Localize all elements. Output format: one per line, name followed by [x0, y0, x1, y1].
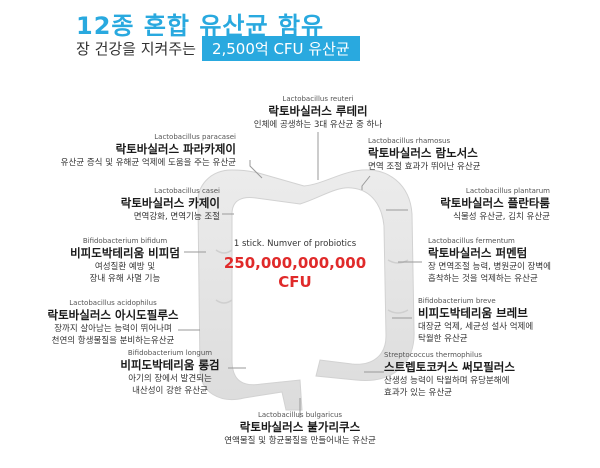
fold-line: [215, 299, 233, 304]
probiotic-count-panel: 1 stick. Numver of probiotics 250,000,00…: [215, 238, 375, 291]
strain-korean-name: 락토바실러스 퍼멘텀: [428, 246, 528, 260]
strain-description: 여성질환 예방 및: [94, 262, 156, 272]
strain-description: 내산성이 강한 유산균: [132, 386, 208, 396]
strain-latin-name: Bifidobacterium breve: [418, 297, 496, 305]
strain-description: 효과가 있는 유산균: [384, 388, 452, 398]
strain-latin-name: Lactobacillus fermentum: [428, 237, 515, 245]
strain-description: 아기의 장에서 발견되는: [128, 374, 212, 384]
strain-korean-name: 락토바실러스 파라카제이: [115, 142, 236, 156]
strain-description: 장내 유해 사멸 기능: [89, 274, 161, 284]
strain-bifidum: Bifidobacterium bifidum 비피도박테리움 비피덤 여성질환…: [66, 236, 184, 285]
strain-korean-name: 락토바실러스 플란타룸: [440, 196, 550, 210]
strain-breve: Bifidobacterium breve 비피도박테리움 브레브 대장균 억제…: [418, 296, 588, 345]
strain-description: 면역 조절 효과가 뛰어난 유산균: [368, 162, 481, 172]
strain-description: 유산균 증식 및 유해균 억제에 도움을 주는 유산균: [60, 158, 236, 168]
strain-korean-name: 스트렙토코커스 써모필러스: [384, 360, 515, 374]
strain-description: 천연의 항생물질을 분비하는유산균: [51, 336, 175, 346]
strain-description: 흡착하는 것을 억제하는 유산균: [428, 274, 538, 284]
strain-latin-name: Streptococcus thermophilus: [384, 351, 483, 359]
cfu-badge: 2,500억 CFU 유산균: [201, 36, 360, 61]
strain-thermophilus: Streptococcus thermophilus 스트렙토코커스 써모필러스…: [384, 350, 564, 399]
strain-latin-name: Lactobacillus plantarum: [465, 187, 550, 195]
strain-korean-name: 락토바실러스 카제이: [120, 196, 220, 210]
fold-line: [387, 309, 409, 314]
strain-korean-name: 락토바실러스 람노서스: [368, 146, 478, 160]
strain-acidophilus: Lactobacillus acidophilus 락토바실러스 아시도필루스 …: [38, 298, 188, 347]
strain-plantarum: Lactobacillus plantarum 락토바실러스 플란타룸 식물성 …: [400, 186, 550, 223]
strain-description: 연액물질 및 항균물질을 만들어내는 유산균: [224, 436, 376, 446]
strain-latin-name: Lactobacillus rhamosus: [368, 137, 451, 145]
strain-reuteri: Lactobacillus reuteri 락토바실러스 루테리 인체에 공생하…: [232, 94, 404, 131]
connector-line: [361, 175, 371, 190]
count-value: 250,000,000,000: [223, 254, 367, 272]
count-caption: 1 stick. Numver of probiotics: [233, 239, 357, 249]
strain-paracasei: Lactobacillus paracasei 락토바실러스 파라카제이 유산균…: [40, 132, 236, 169]
connector-line: [249, 160, 263, 179]
strain-description: 면역강화, 면역기능 조절: [133, 212, 220, 222]
strain-korean-name: 비피도박테리움 비피덤: [70, 246, 180, 260]
large-intestine-shape: [197, 169, 415, 411]
page-subtitle: 장 건강을 지켜주는 2,500억 CFU 유산균: [76, 36, 360, 61]
strain-latin-name: Lactobacillus bulgaricus: [257, 411, 343, 419]
strain-fermentum: Lactobacillus fermentum 락토바실러스 퍼멘텀 장 면역조…: [428, 236, 598, 285]
strain-latin-name: Bifidobacterium bifidum: [82, 237, 168, 245]
strain-casei: Lactobacillus casei 락토바실러스 카제이 면역강화, 면역기…: [60, 186, 220, 223]
strain-description: 식물성 유산균, 김치 유산균: [453, 212, 550, 222]
strain-description: 탁월한 유산균: [418, 334, 468, 344]
subtitle-text: 장 건강을 지켜주는: [76, 40, 196, 58]
count-unit: CFU: [278, 273, 312, 291]
strain-latin-name: Lactobacillus paracasei: [154, 133, 236, 141]
strain-korean-name: 비피도박테리움 브레브: [418, 306, 528, 320]
strain-description: 장까지 살아남는 능력이 뛰어나며: [54, 324, 172, 334]
strain-korean-name: 락토바실러스 루테리: [268, 104, 368, 118]
strain-description: 산생성 능력이 탁월하며 유당분해에: [384, 376, 510, 386]
strain-korean-name: 비피도박테리움 롱검: [120, 358, 220, 372]
strain-korean-name: 락토바실러스 아시도필루스: [47, 308, 179, 322]
fold-line: [215, 249, 233, 254]
strain-bulgaricus: Lactobacillus bulgaricus 락토바실러스 불가리쿠스 연액…: [210, 410, 390, 447]
strain-latin-name: Lactobacillus acidophilus: [69, 299, 157, 307]
strain-description: 인체에 공생하는 3대 유산균 중 하나: [253, 120, 383, 130]
page-title: 12종 혼합 유산균 함유: [76, 12, 325, 40]
strain-latin-name: Lactobacillus casei: [154, 187, 220, 195]
strain-rhamnosus: Lactobacillus rhamosus 락토바실러스 람노서스 면역 조절…: [368, 136, 568, 173]
strain-longum: Bifidobacterium longum 비피도박테리움 롱검 아기의 장에…: [110, 348, 230, 397]
strain-latin-name: Bifidobacterium longum: [127, 349, 213, 357]
strain-korean-name: 락토바실러스 불가리쿠스: [239, 420, 361, 434]
strain-description: 대장균 억제, 세균성 설사 억제에: [418, 322, 534, 332]
strain-description: 장 면역조절 능력, 병원균이 장벽에: [428, 262, 551, 272]
fold-line: [387, 259, 409, 264]
strain-latin-name: Lactobacillus reuteri: [282, 95, 354, 103]
